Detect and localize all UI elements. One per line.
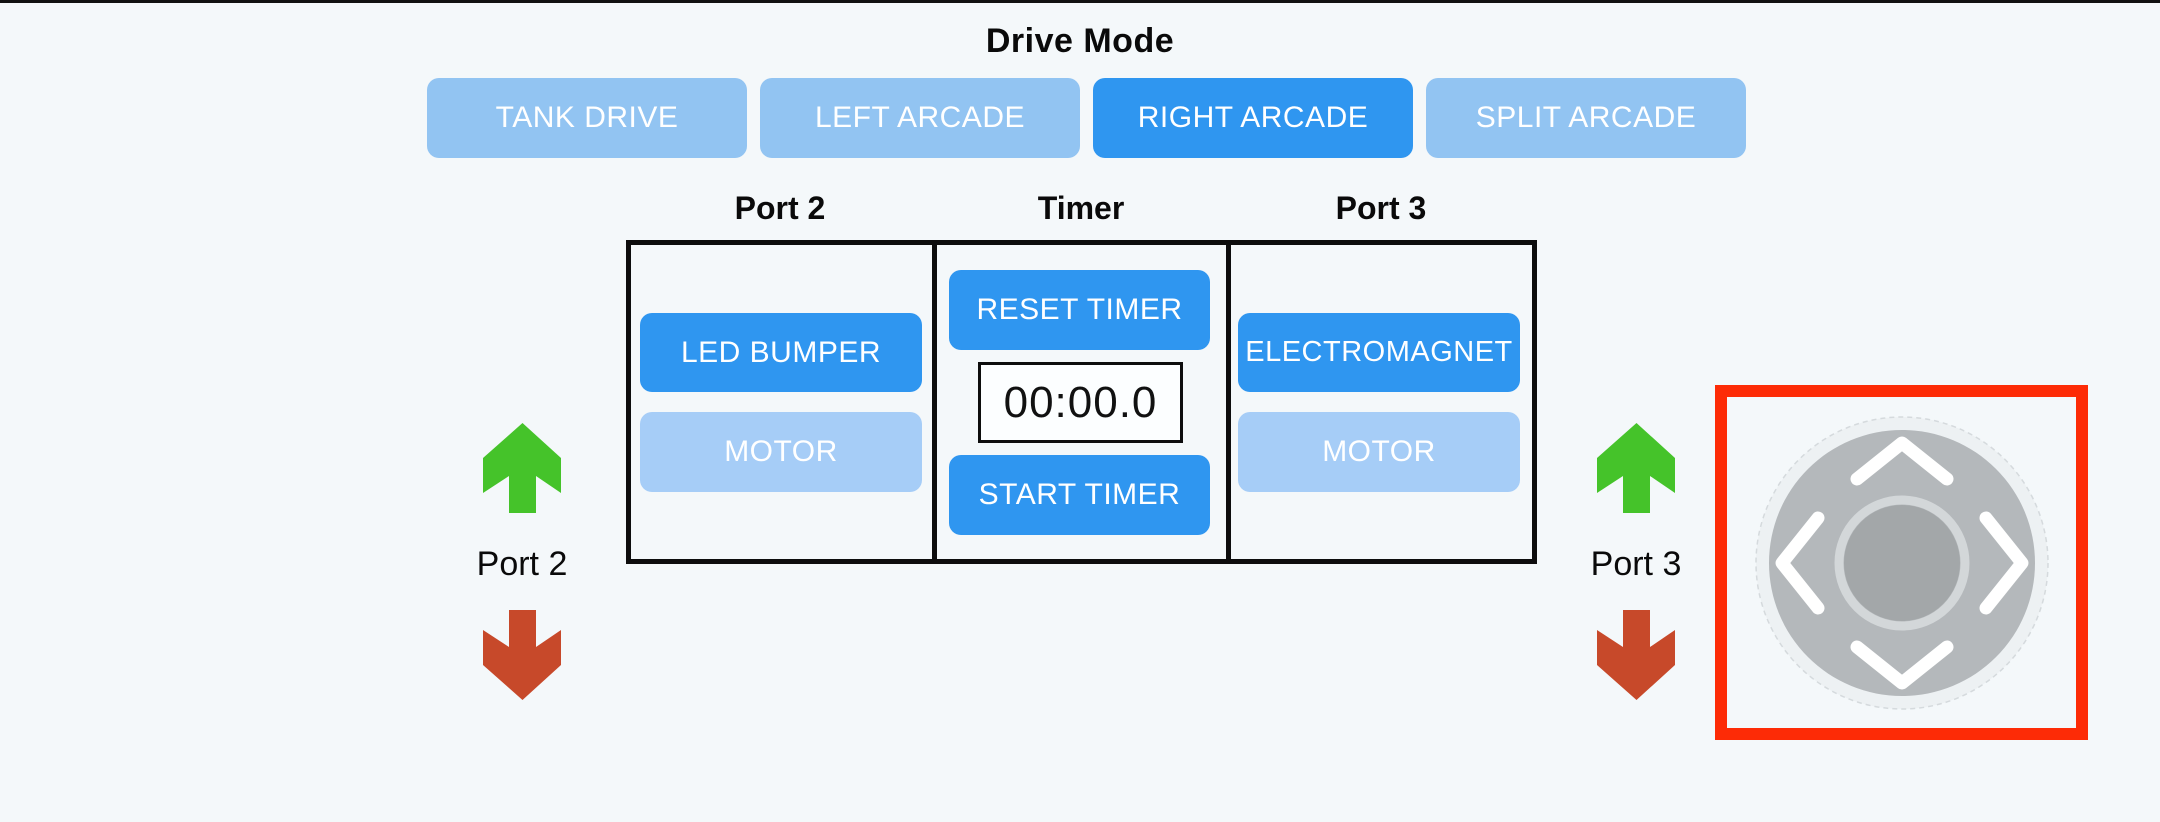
chevron-up-icon — [1850, 436, 1953, 485]
timer-column — [932, 245, 1231, 559]
port3-motor-button[interactable]: MOTOR — [1238, 412, 1520, 492]
top-border-bar — [0, 0, 2160, 3]
joystick-dpad — [1754, 415, 2049, 710]
page-title: Drive Mode — [985, 22, 1175, 60]
chevron-right-icon — [1979, 511, 2028, 614]
timer-column-header: Timer — [1037, 190, 1125, 226]
chevron-left-icon — [1775, 511, 1824, 614]
split-arcade-button[interactable]: SPLIT ARCADE — [1426, 78, 1746, 158]
port2-down-arrow-icon[interactable] — [483, 610, 562, 700]
port2-column-header: Port 2 — [734, 190, 826, 226]
port3-indicator-label: Port 3 — [1590, 545, 1682, 583]
reset-timer-button[interactable]: RESET TIMER — [949, 270, 1210, 350]
port2-indicator-label: Port 2 — [476, 545, 568, 583]
joystick-knob[interactable] — [1843, 504, 1960, 621]
timer-display: 00:00.0 — [978, 362, 1183, 443]
port3-up-arrow-icon[interactable] — [1597, 423, 1676, 513]
joystick-control[interactable] — [1715, 385, 2088, 740]
electromagnet-button[interactable]: ELECTROMAGNET — [1238, 313, 1520, 392]
start-timer-button[interactable]: START TIMER — [949, 455, 1210, 535]
joystick-ring — [1834, 495, 1969, 630]
port3-column — [1231, 245, 1532, 559]
port2-motor-button[interactable]: MOTOR — [640, 412, 922, 492]
led-bumper-button[interactable]: LED BUMPER — [640, 313, 922, 392]
port2-column — [631, 245, 932, 559]
port3-column-header: Port 3 — [1335, 190, 1427, 226]
left-arcade-button[interactable]: LEFT ARCADE — [760, 78, 1080, 158]
chevron-down-icon — [1850, 640, 1953, 689]
tank-drive-button[interactable]: TANK DRIVE — [427, 78, 747, 158]
control-table — [626, 240, 1537, 564]
port2-up-arrow-icon[interactable] — [483, 423, 562, 513]
drive-mode-button-row: TANK DRIVE LEFT ARCADE RIGHT ARCADE SPLI… — [427, 78, 1746, 158]
right-arcade-button[interactable]: RIGHT ARCADE — [1093, 78, 1413, 158]
port3-down-arrow-icon[interactable] — [1597, 610, 1676, 700]
